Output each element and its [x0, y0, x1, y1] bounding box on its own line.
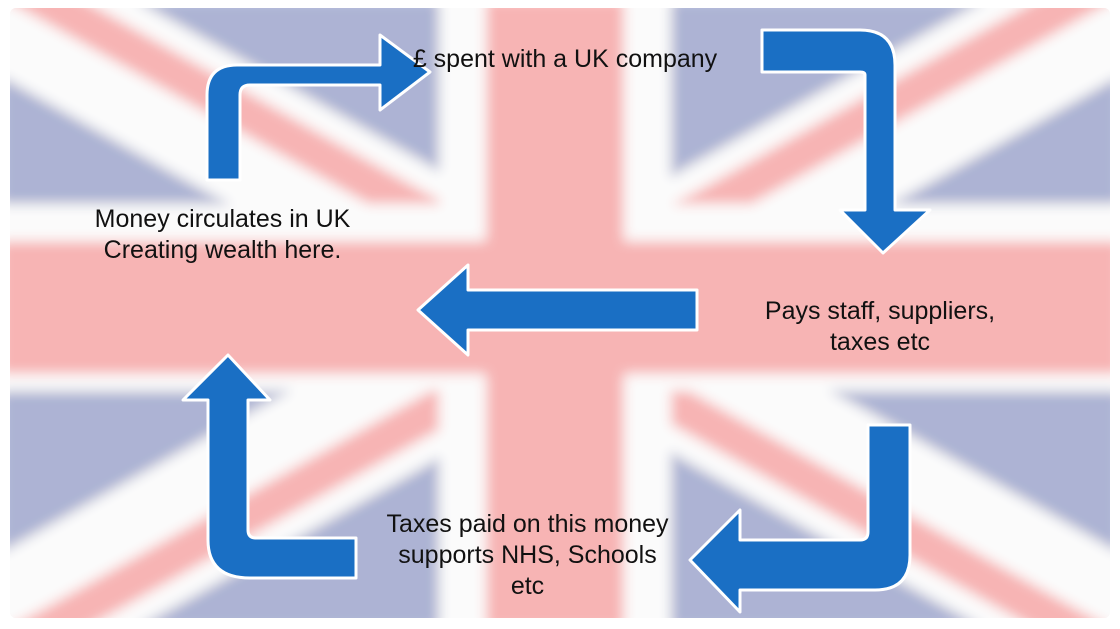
arrow-to-pays: [760, 28, 932, 255]
arrow-to-taxes: [688, 423, 912, 614]
step-pays-label: Pays staff, suppliers, taxes etc: [764, 297, 996, 356]
arrow-pays-to-circulates: [416, 263, 699, 357]
arrow-to-circulates: [181, 353, 358, 580]
arrow-to-spent: [205, 33, 432, 182]
cycle-arrows: [181, 28, 932, 614]
step-spent-label: £ spent with a UK company: [412, 45, 718, 73]
step-taxes-label: Taxes paid on this money supports NHS, S…: [386, 510, 669, 600]
step-circulates-label: Money circulates in UK Creating wealth h…: [94, 205, 351, 264]
